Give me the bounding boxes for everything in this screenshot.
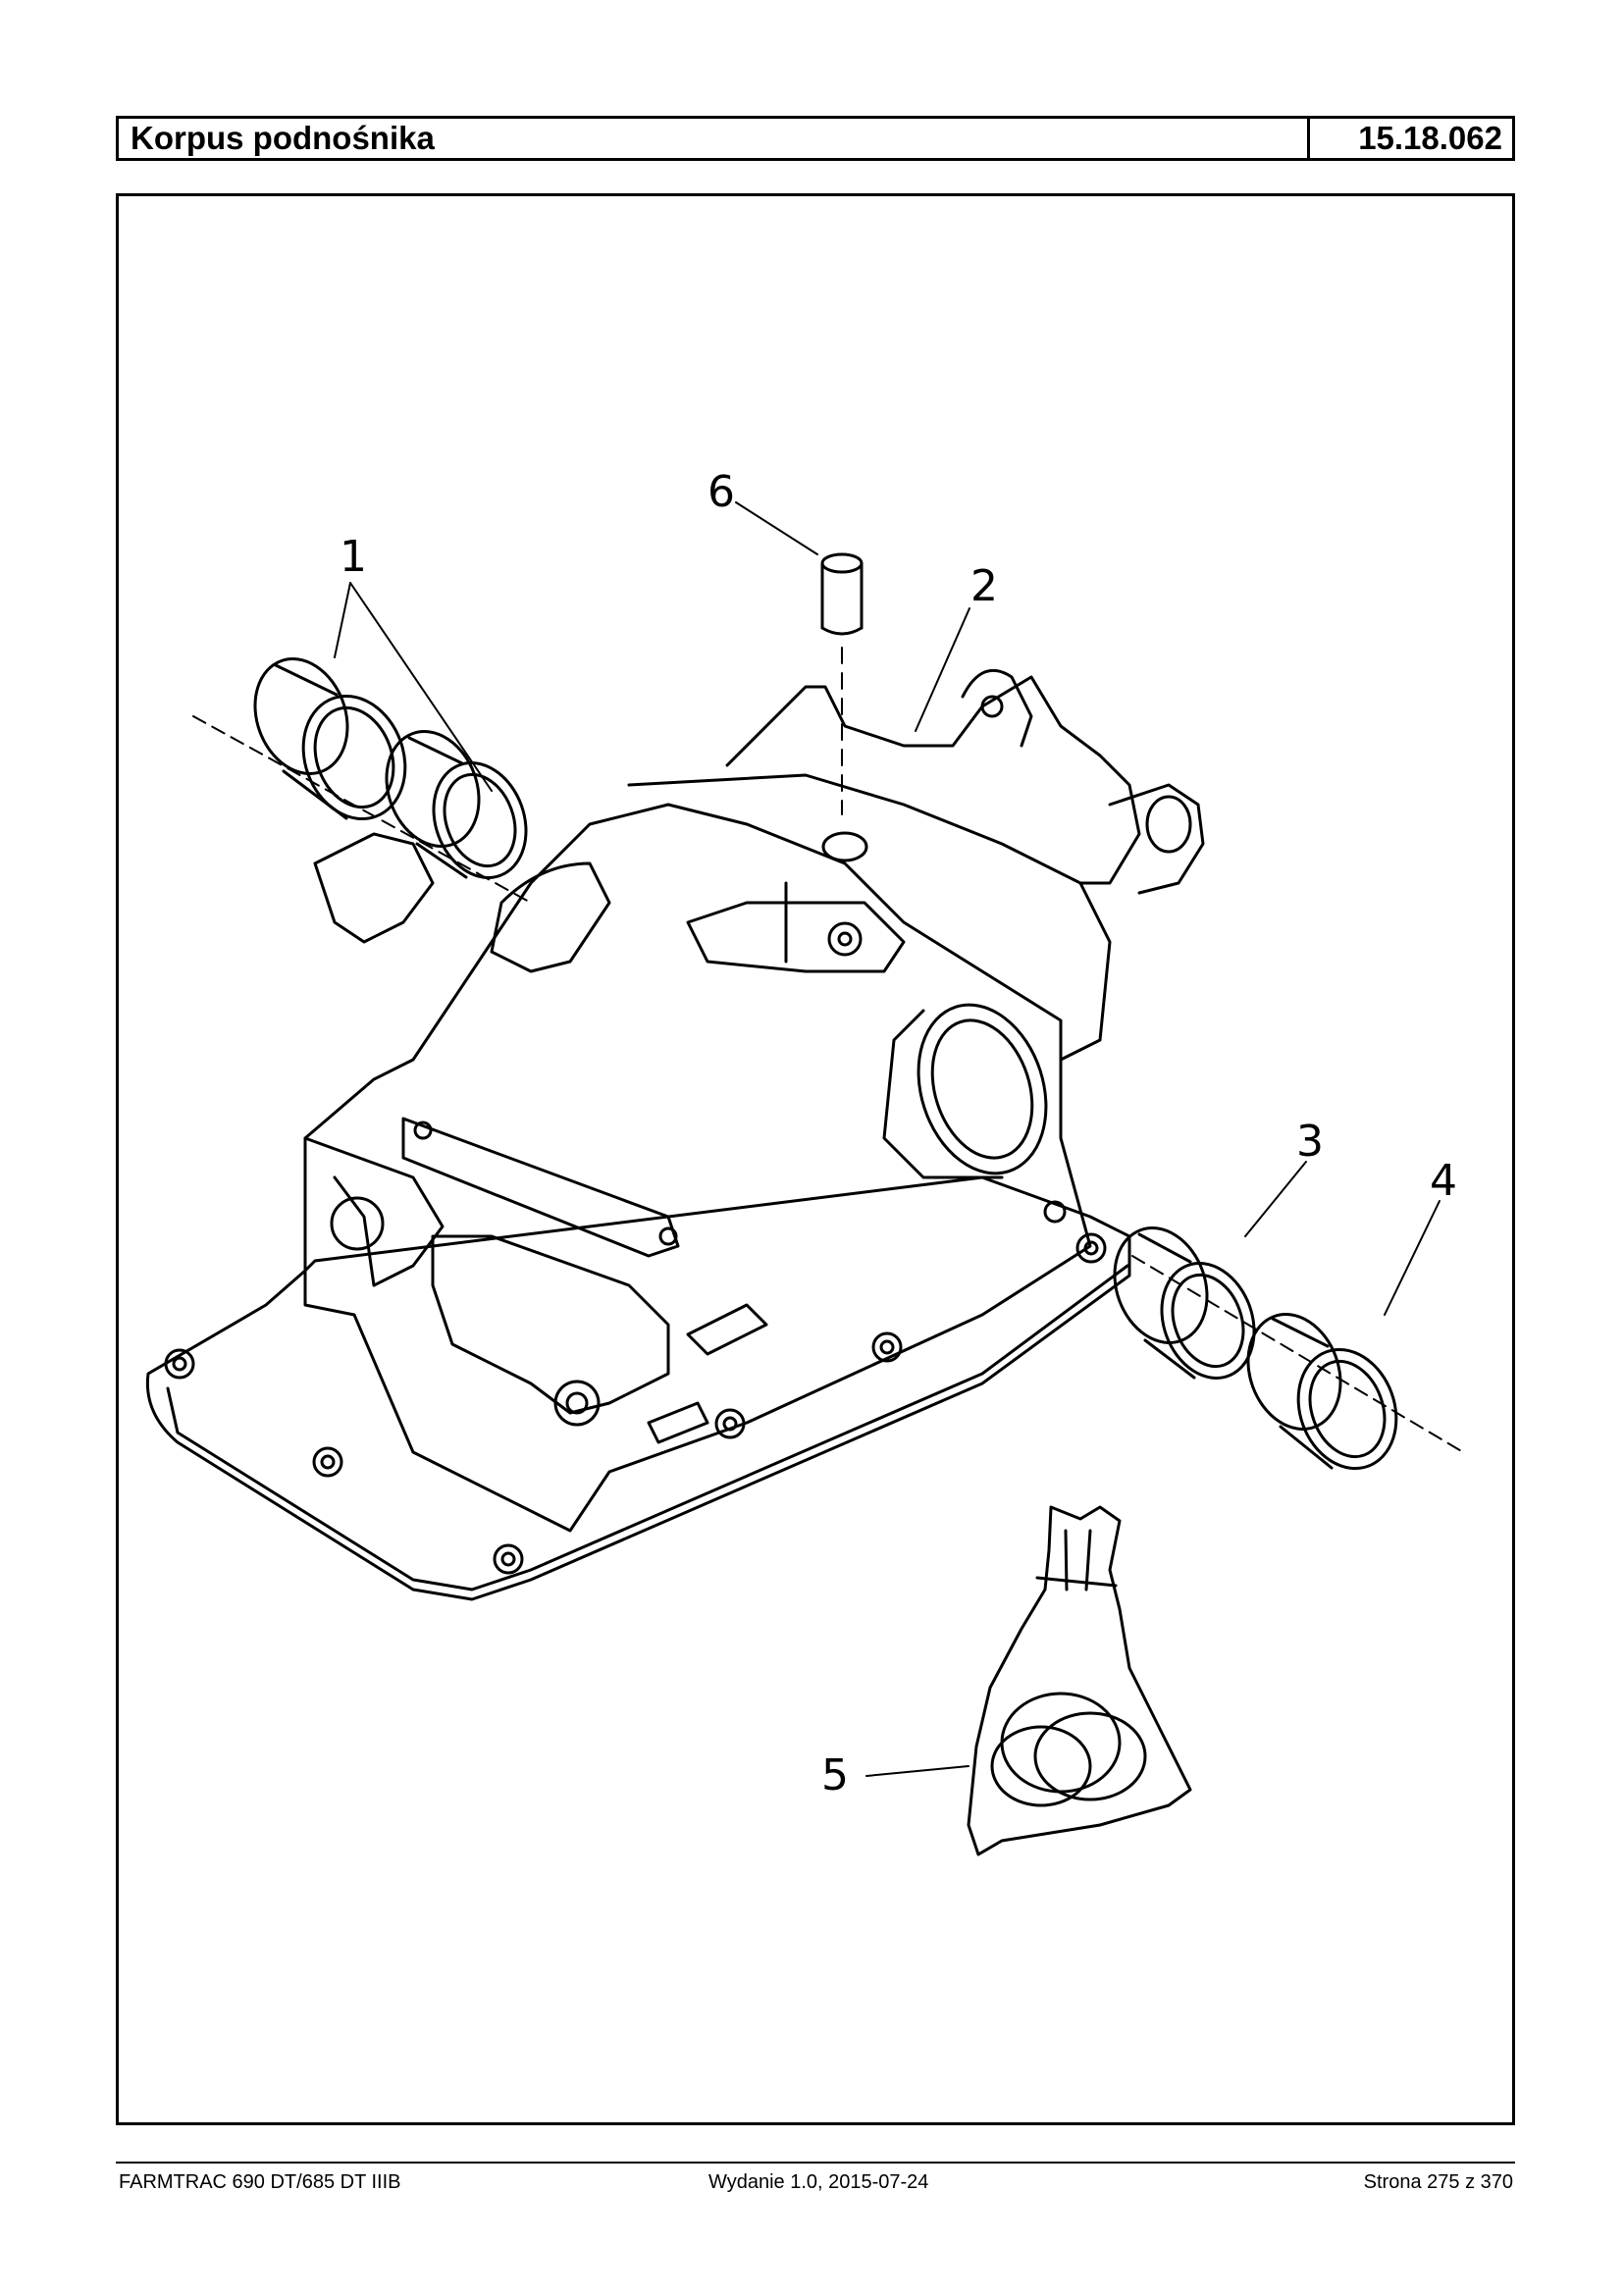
bushing-4 [1246,1313,1398,1471]
footer-page-number: Strona 275 z 370 [1363,2171,1513,2193]
footer-edition: Wydanie 1.0, 2015-07-24 [708,2171,929,2193]
callout-5: 5 [821,1750,849,1800]
bushing-1a [253,657,407,821]
page-title: Korpus podnośnika [119,119,1310,158]
page-header: Korpus podnośnika 15.18.062 [116,116,1515,161]
exploded-parts-diagram: 1 6 2 3 4 5 [145,467,1464,1856]
callout-1: 1 [340,532,367,582]
callout-6: 6 [707,467,735,517]
bushing-1b [385,730,528,879]
callout-2: 2 [970,561,998,611]
bushing-3 [1113,1226,1256,1380]
lift-housing [145,668,1205,1601]
callout-4: 4 [1430,1156,1457,1206]
diagram-frame: 1 6 2 3 4 5 [116,193,1515,2125]
callout-3: 3 [1296,1117,1324,1167]
pin-6 [820,552,864,636]
section-code: 15.18.062 [1358,120,1502,156]
seal-bag-5 [967,1505,1192,1856]
footer-divider [116,2162,1515,2164]
footer-model: FARMTRAC 690 DT/685 DT IIIB [119,2171,401,2193]
